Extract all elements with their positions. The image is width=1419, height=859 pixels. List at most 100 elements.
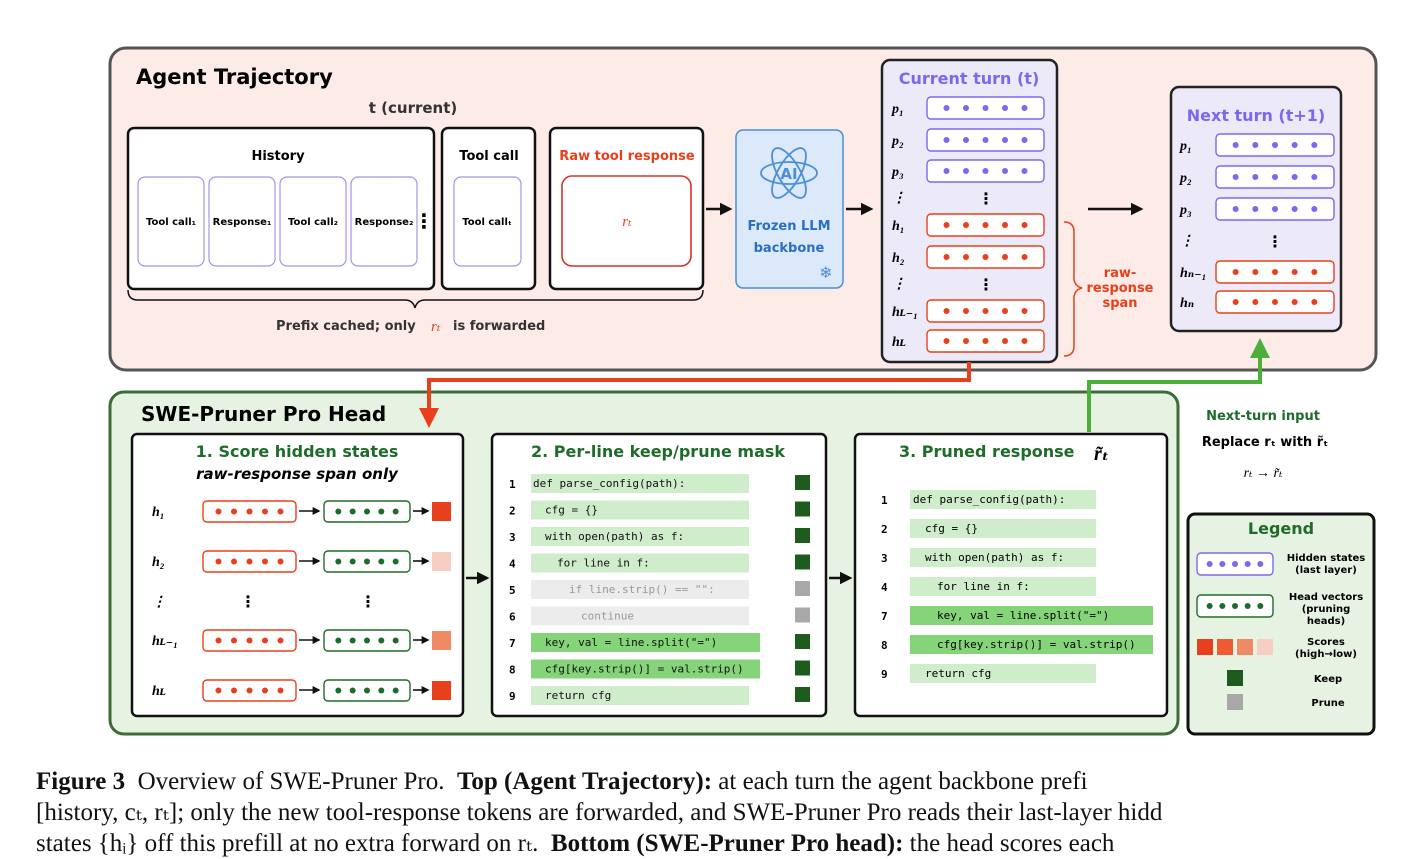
panel3-code-text: with open(path) as f: bbox=[925, 551, 1064, 564]
panel3-code-bg bbox=[910, 548, 1096, 567]
panel3-code-bg bbox=[910, 490, 1096, 509]
prune-square bbox=[795, 607, 810, 623]
current-row-label: h₂ bbox=[892, 251, 905, 266]
next-row-pill-dot bbox=[1232, 206, 1239, 212]
current-row-pill bbox=[926, 245, 1045, 269]
current-row-ellipsis: ⋮ bbox=[978, 275, 994, 294]
legend-hidden-pill-dot bbox=[1232, 561, 1238, 567]
next-row-ellipsis: ⋮ bbox=[1267, 232, 1283, 251]
panel2-code-text: cfg[key.strip()] = val.strip() bbox=[545, 663, 744, 676]
current-row-label: p₂ bbox=[891, 134, 904, 149]
keep-square bbox=[795, 634, 810, 649]
panel1-head-pill bbox=[323, 679, 411, 702]
current-row-pill-dot bbox=[982, 168, 989, 174]
next-row-pill-dot bbox=[1272, 299, 1278, 305]
current-row-pill-dot bbox=[982, 105, 989, 111]
panel3-code-text: def parse_config(path): bbox=[913, 493, 1065, 506]
current-row-pill-dot bbox=[982, 338, 989, 344]
next-row-pill-dot bbox=[1252, 269, 1259, 275]
panel2-line-number: 8 bbox=[509, 664, 516, 677]
prefix-rt-symbol: rₜ bbox=[431, 319, 441, 335]
panel1-hidden-pill-dot bbox=[231, 687, 237, 694]
current-row-label: h₁ bbox=[892, 219, 905, 234]
t-current-label: t (current) bbox=[369, 99, 458, 117]
panel2-code-text: key, val = line.split("=") bbox=[545, 636, 717, 649]
panel3-title: 3. Pruned response bbox=[899, 442, 1075, 461]
legend-hidden-pill-dot bbox=[1206, 561, 1213, 567]
panel2-code-bg bbox=[531, 580, 749, 599]
panel1-hidden-pill bbox=[202, 500, 297, 523]
next-row-pill bbox=[1215, 197, 1335, 221]
legend-head-pill-dot bbox=[1206, 603, 1213, 609]
panel1-hidden-pill-dot bbox=[246, 508, 253, 515]
caption-fig: Figure 3 bbox=[36, 768, 126, 795]
next-row-pill-dot bbox=[1291, 269, 1298, 275]
panel1-title: 1. Score hidden states bbox=[196, 442, 399, 461]
keep-square bbox=[795, 687, 810, 702]
next-turn-title: Next turn (t+1) bbox=[1187, 106, 1325, 125]
panel1-head-pill-dot bbox=[378, 508, 385, 515]
history-item bbox=[279, 176, 347, 267]
current-row-pill-dot bbox=[943, 254, 950, 260]
panel1-hidden-pill bbox=[202, 550, 297, 573]
legend-box bbox=[1186, 512, 1376, 736]
current-row-pill-dot bbox=[1002, 222, 1008, 228]
panel1-score-square bbox=[432, 502, 451, 521]
panel1-hidden-pill-dot bbox=[215, 637, 222, 644]
history-item bbox=[208, 176, 276, 267]
legend-score-square bbox=[1197, 639, 1213, 655]
panel1-hidden-pill-dot bbox=[246, 687, 253, 694]
panel1-head-pill-dot bbox=[392, 637, 399, 644]
caption-l3c: the head scores each bbox=[909, 830, 1115, 857]
figure-caption: Figure 3 Overview of SWE-Pruner Pro. Top… bbox=[36, 766, 1419, 859]
history-item-label: Tool call₁ bbox=[146, 217, 196, 228]
panel1-head-pill-dot bbox=[392, 558, 399, 565]
next-row-label: p₃ bbox=[1179, 203, 1192, 218]
panel3-code-text: key, val = line.split("=") bbox=[937, 609, 1109, 622]
panel1-head-pill-dot bbox=[335, 558, 342, 565]
current-row-pill-dot bbox=[1002, 168, 1008, 174]
panel2-code-text: with open(path) as f: bbox=[545, 530, 684, 543]
current-row-pill-dot bbox=[1021, 168, 1028, 174]
legend-hidden-text: Hidden states bbox=[1287, 553, 1366, 564]
caption-l1a: Overview of SWE-Pruner Pro. bbox=[137, 768, 445, 795]
span-label-line: response bbox=[1086, 281, 1153, 296]
legend-hidden-pill-dot bbox=[1257, 561, 1264, 567]
history-label: History bbox=[251, 149, 305, 164]
current-row-pill-dot bbox=[963, 105, 969, 111]
caption-l1b: Top (Agent Trajectory): bbox=[457, 768, 713, 795]
panel1-head-pill bbox=[323, 500, 411, 523]
agent-trajectory-title: Agent Trajectory bbox=[136, 65, 333, 89]
keep-square bbox=[795, 554, 810, 570]
keep-square bbox=[795, 660, 810, 676]
next-row-pill-dot bbox=[1272, 206, 1278, 212]
current-row-pill bbox=[926, 128, 1045, 152]
llm-line2: backbone bbox=[754, 241, 825, 256]
next-row-label: ⋮ bbox=[1180, 234, 1194, 249]
keep-square bbox=[795, 475, 810, 490]
current-row-pill-dot bbox=[943, 137, 950, 143]
current-row-pill bbox=[926, 159, 1045, 183]
tool-call-label: Tool call bbox=[459, 149, 518, 164]
panel2-line-number: 5 bbox=[509, 584, 516, 597]
next-row-pill bbox=[1215, 133, 1335, 157]
legend-hidden-pill bbox=[1196, 552, 1274, 576]
panel2-line-number: 3 bbox=[509, 531, 516, 544]
next-row-pill-dot bbox=[1232, 142, 1239, 148]
panel1-score-square bbox=[432, 552, 451, 571]
current-row-pill-dot bbox=[963, 222, 969, 228]
panel1-row-label: hʟ₋₁ bbox=[152, 634, 178, 649]
current-row-pill-dot bbox=[1021, 254, 1028, 260]
history-item bbox=[137, 176, 205, 267]
next-row-pill-dot bbox=[1291, 174, 1298, 180]
next-row-pill bbox=[1215, 290, 1335, 314]
current-row-pill-dot bbox=[963, 338, 969, 344]
panel2-code-bg bbox=[531, 686, 749, 705]
connector-green bbox=[1087, 338, 1270, 432]
span-brace bbox=[1063, 221, 1083, 357]
panel1-head-pill-dot bbox=[335, 637, 342, 644]
current-row-pill-dot bbox=[1002, 137, 1008, 143]
panel1-head-pill-dot bbox=[349, 508, 356, 515]
panel1-hidden-pill-dot bbox=[231, 508, 237, 515]
